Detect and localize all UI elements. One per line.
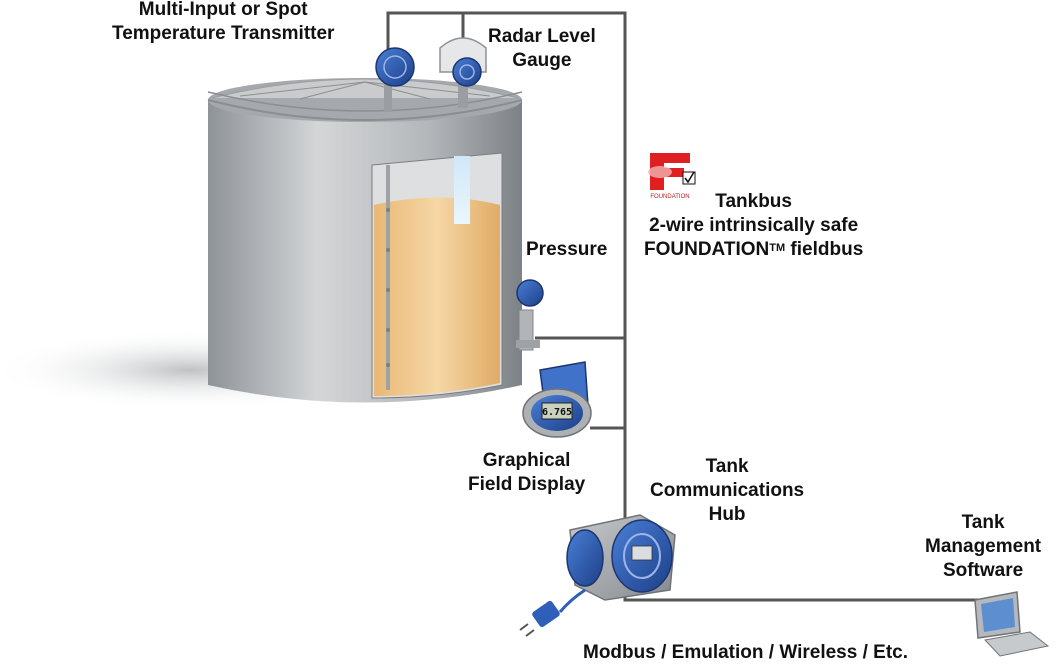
tank-communications-hub-device [566,514,676,601]
label-line: Modbus / Emulation / Wireless / Etc. [583,642,908,663]
tankbus-label: Tankbus 2-wire intrinsically safe FOUNDA… [644,190,863,262]
tankbus-wiring [386,11,980,602]
power-plug-icon [519,588,586,637]
temperature-probe [386,165,390,390]
label-line: Tank [705,456,749,477]
display-screen [541,402,573,420]
graphical-field-display-device: 6.765 [522,361,592,438]
radar-beam [454,156,470,224]
label-line: Pressure [526,239,608,260]
label-line: Gauge [512,50,572,71]
trademark-mark: TM [769,242,786,254]
roof-railing [207,99,523,121]
label-line: Tankbus [715,191,792,212]
tank-management-software-label: Tank Management Software [925,511,1041,583]
label-line: Communications [650,480,805,501]
tank-communications-hub-label: Tank Communications Hub [650,455,804,527]
label-line: FOUNDATIONTM fieldbus [644,238,863,262]
label-line: 2-wire intrinsically safe [649,215,859,236]
label-line: Graphical [482,450,571,471]
label-line: Tank [961,512,1005,533]
graphical-field-display-label: Graphical Field Display [468,449,585,497]
label-line: Software [942,560,1024,581]
temperature-transmitter-device [375,47,415,112]
foundation-fieldbus-logo: FOUNDATION [645,152,696,200]
temperature-transmitter-label: Multi-Input or Spot Temperature Transmit… [112,0,334,46]
label-line: Management [925,536,1042,557]
radar-level-gauge-device [439,37,487,108]
foundation-suffix: fieldbus [785,239,864,260]
radar-level-gauge-label: Radar Level Gauge [488,25,596,73]
foundation-prefix: FOUNDATION [644,239,770,260]
computer-icon [974,591,1050,657]
pressure-label: Pressure [526,238,607,262]
label-line: Radar Level [488,26,596,47]
display-reading: 6.765 [542,407,572,418]
tank-liquid [374,197,500,396]
pressure-transmitter-device [516,279,544,351]
label-line: Multi-Input or Spot [138,0,308,20]
storage-tank [207,78,523,403]
modbus-label: Modbus / Emulation / Wireless / Etc. [583,641,908,665]
label-line: Hub [708,504,746,525]
foundation-logo-text: FOUNDATION [650,194,689,200]
label-line: Temperature Transmitter [112,23,335,44]
label-line: Field Display [468,474,586,495]
